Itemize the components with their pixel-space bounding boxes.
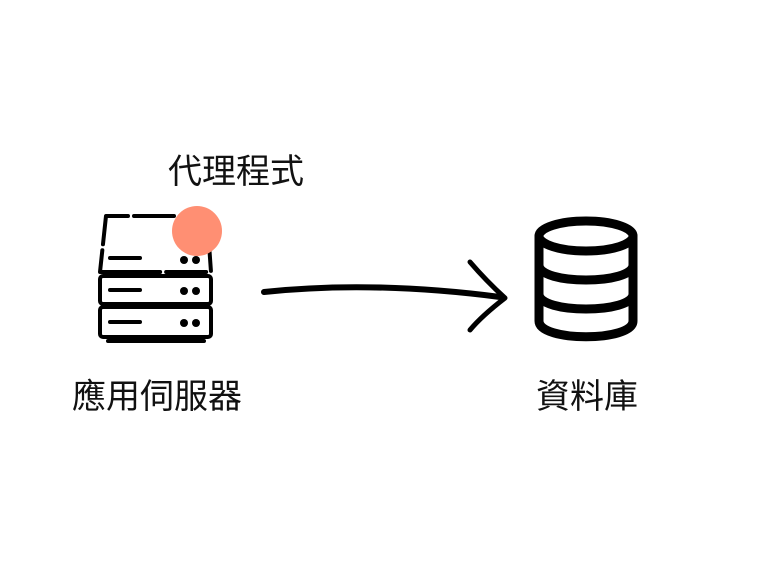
server-unit-top [98,214,213,274]
proxy-label: 代理程式 [168,152,304,192]
database-label: 資料庫 [536,377,638,417]
app-server-label: 應用伺服器 [72,377,242,417]
database-cylinder-icon [534,216,638,342]
database-body [534,231,638,342]
database-top [534,216,638,256]
server-rack-icon [98,214,213,343]
server-unit-bottom [98,305,213,339]
server-unit-middle [98,274,213,306]
database-ring-1 [534,260,638,285]
proxy-dot [172,206,222,256]
arrow-head [467,259,508,333]
server-indicator-lights [180,256,200,327]
database-ring-2 [534,289,638,314]
arrow-right [261,259,508,333]
arrow-shaft [261,284,503,300]
